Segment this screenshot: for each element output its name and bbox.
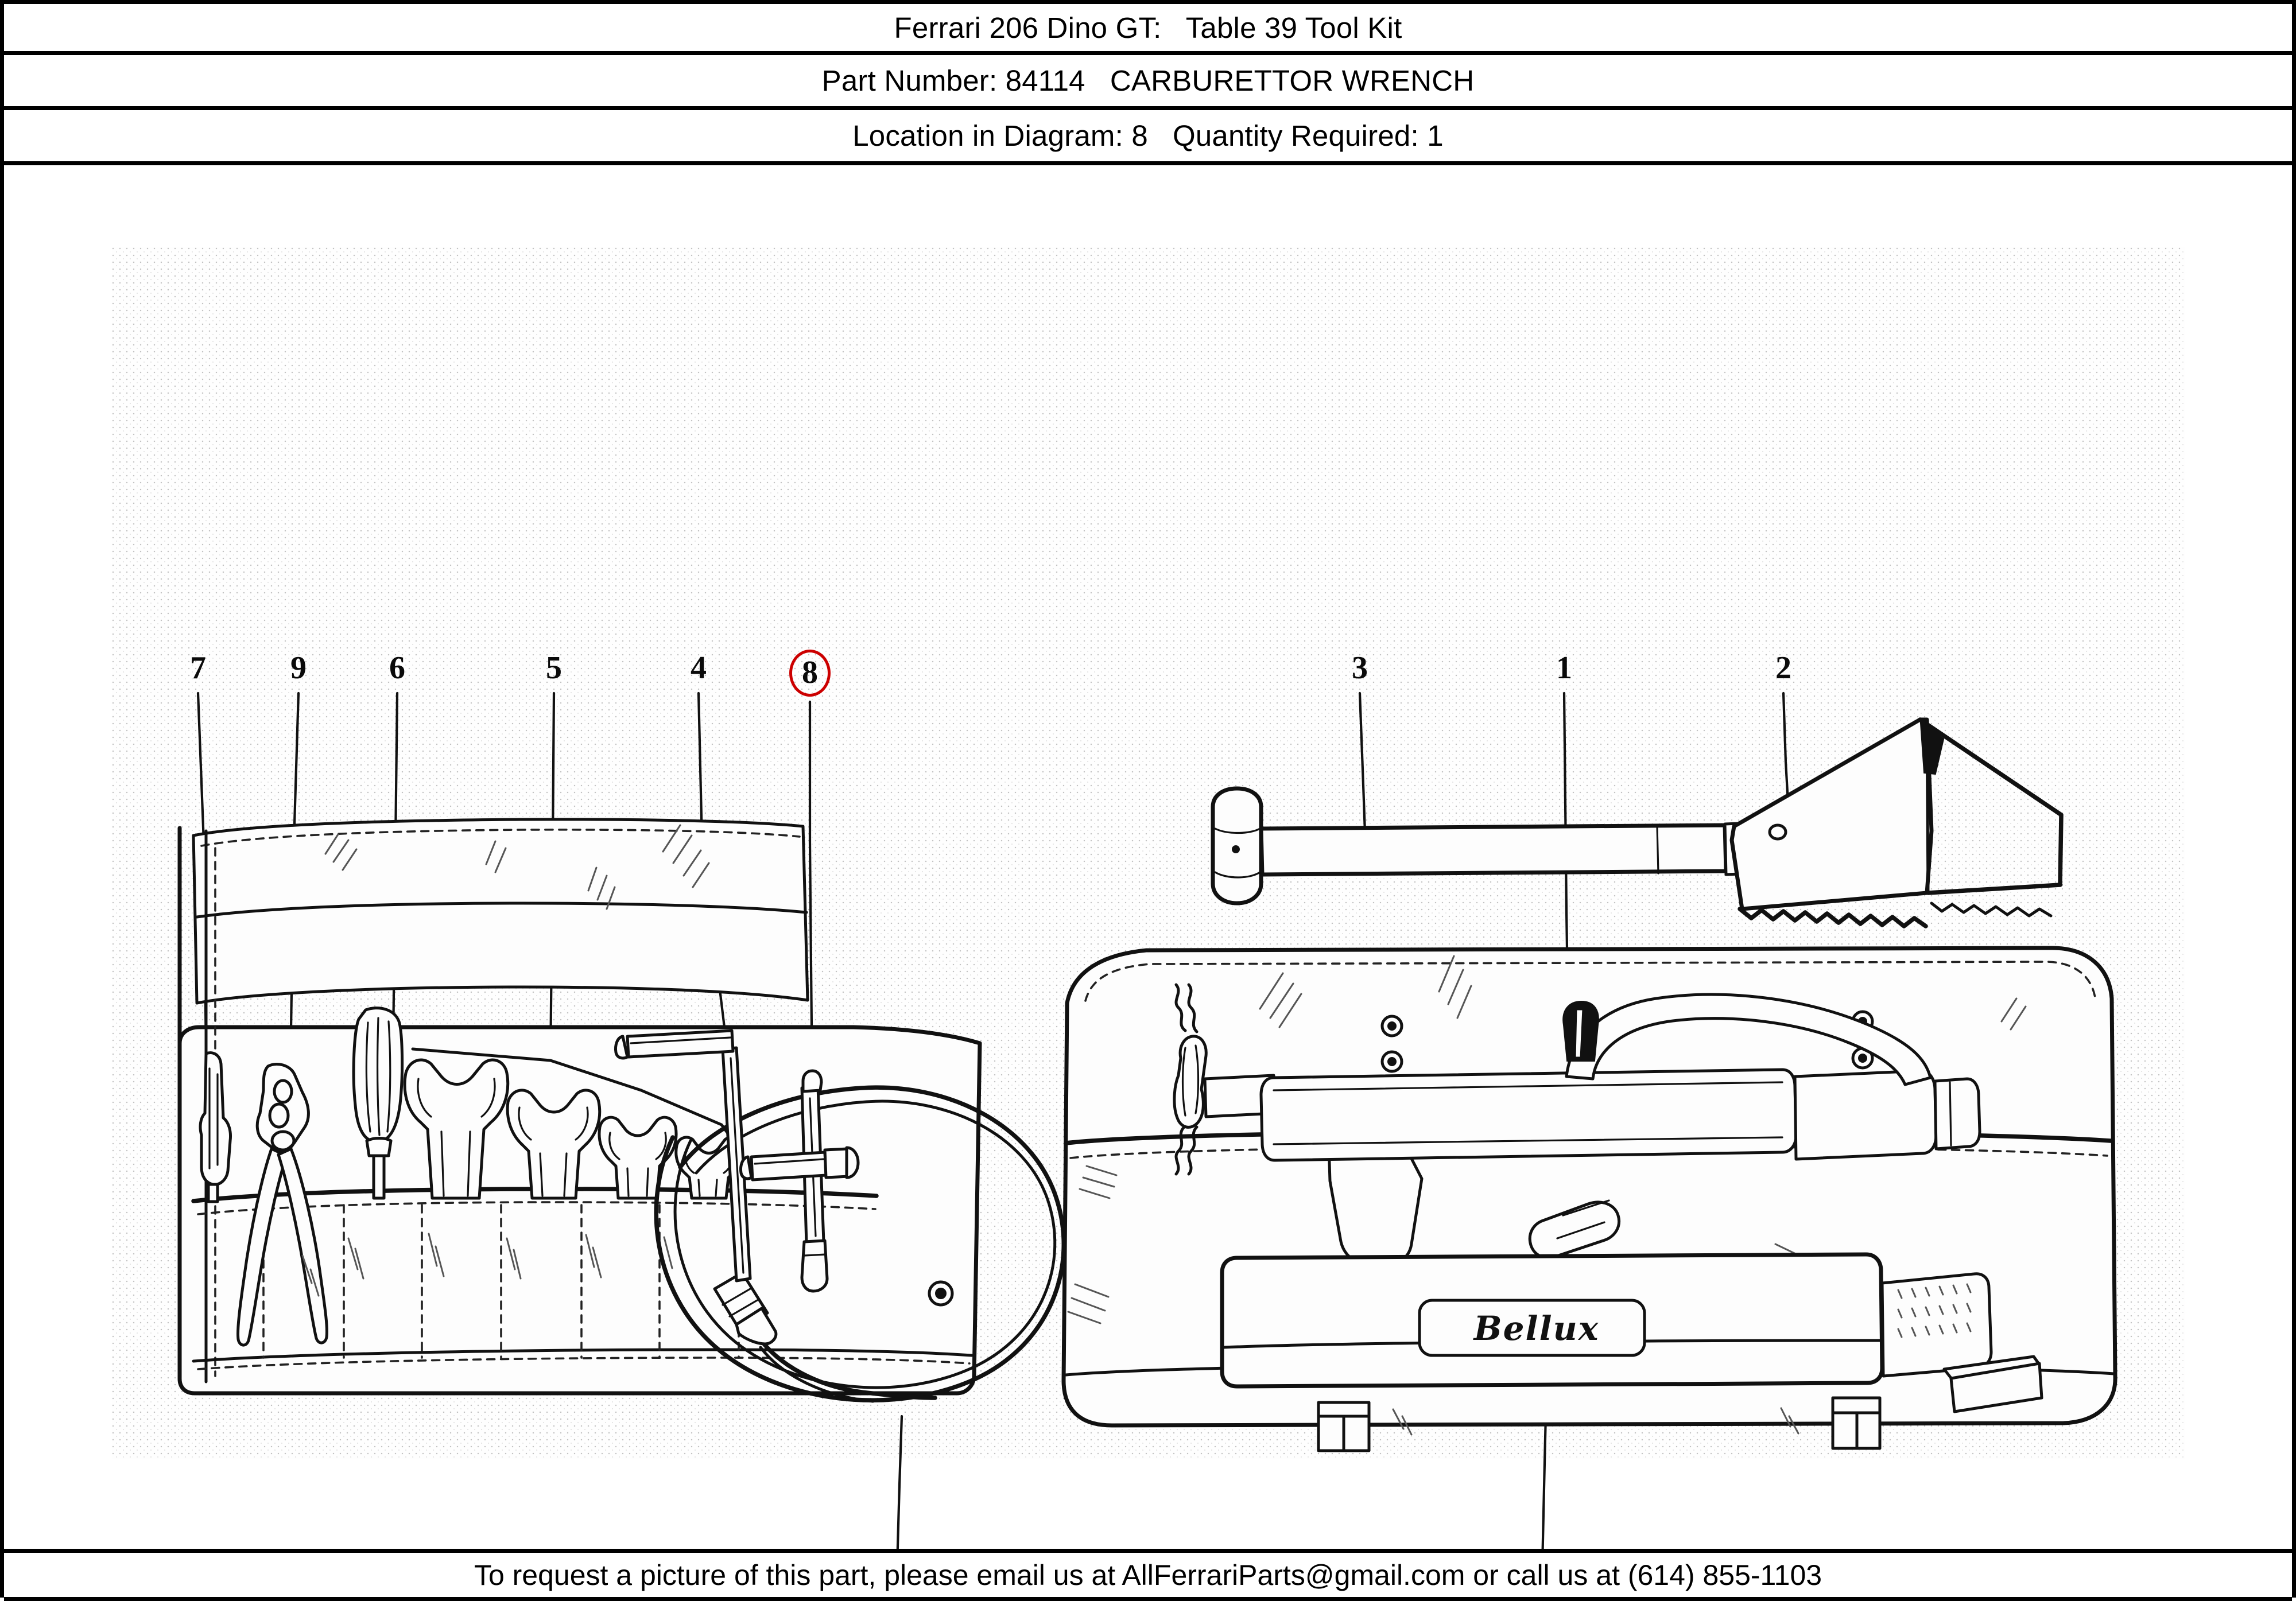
part-number-line: Part Number: 84114 CARBURETTOR WRENCH xyxy=(821,64,1475,97)
callout-8-highlighted: 8 xyxy=(789,650,831,697)
diagram-canvas: .ln { fill:none; stroke:#111; stroke-wid… xyxy=(4,165,2292,1549)
tool-11-case xyxy=(1220,1252,2043,1413)
bag-shading xyxy=(1067,955,2027,1324)
grease-gun-lever xyxy=(1528,1199,1620,1260)
textured-end xyxy=(1897,1283,1972,1338)
contact-text: To request a picture of this part, pleas… xyxy=(474,1559,1822,1591)
callout-6: 6 xyxy=(389,650,405,686)
tool-kit-line-art: .ln { fill:none; stroke:#111; stroke-wid… xyxy=(177,691,2117,1549)
tool-3-mallet xyxy=(1211,786,1755,906)
left-tool-roll xyxy=(177,818,982,1396)
footer-contact-bar: To request a picture of this part, pleas… xyxy=(4,1549,2292,1601)
crank-hook xyxy=(1173,983,1277,1176)
callout-7: 7 xyxy=(190,650,206,686)
centre-hose-and-wrench xyxy=(614,1029,1066,1403)
callout-2: 2 xyxy=(1775,650,1791,686)
callout-3: 3 xyxy=(1352,650,1368,686)
flap-shading xyxy=(324,824,710,910)
location-quantity-line: Location in Diagram: 8 Quantity Required… xyxy=(852,119,1444,152)
tool-7-small-screwdriver xyxy=(199,1051,232,1203)
bag-buckles xyxy=(1317,1396,1882,1452)
tool-9-pliers xyxy=(236,1063,329,1347)
header-row-model: Ferrari 206 Dino GT: Table 39 Tool Kit xyxy=(4,0,2292,55)
callout-1: 1 xyxy=(1556,650,1572,686)
tool-1-grease-gun xyxy=(1259,993,1981,1162)
right-tool-bag xyxy=(928,946,2117,1452)
tool-2-wheel-chock xyxy=(1729,717,2064,928)
pocket-shading xyxy=(347,1233,673,1280)
tool-8-carburettor-wrench xyxy=(739,1069,860,1293)
callout-4: 4 xyxy=(691,650,707,686)
header-row-location: Location in Diagram: 8 Quantity Required… xyxy=(4,110,2292,165)
tool-6-screwdriver xyxy=(352,1007,404,1200)
callout-9: 9 xyxy=(290,650,307,686)
header-row-part: Part Number: 84114 CARBURETTOR WRENCH xyxy=(4,55,2292,110)
tool-4-tyre-valve-tool xyxy=(614,1029,752,1283)
page-title: Ferrari 206 Dino GT: Table 39 Tool Kit xyxy=(894,11,1402,44)
callout-5: 5 xyxy=(546,650,562,686)
